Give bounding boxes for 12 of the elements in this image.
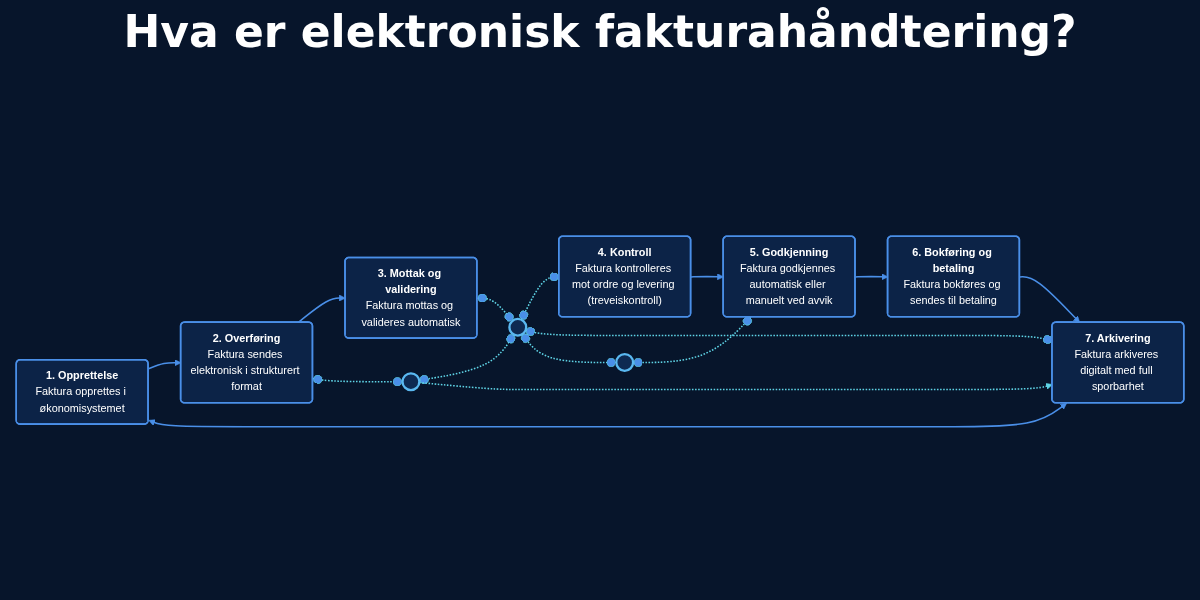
connector	[418, 333, 516, 384]
node-circle	[615, 352, 635, 372]
title: Hva er elektronisk fakturahåndtering?	[122, 5, 1078, 59]
connector	[476, 292, 514, 322]
arrow	[1019, 275, 1080, 323]
arrow	[297, 294, 346, 323]
node-circle	[508, 317, 528, 337]
node-circle	[401, 371, 421, 391]
connector	[632, 315, 752, 367]
arrow	[690, 272, 724, 280]
connector	[312, 374, 404, 386]
arrow	[148, 402, 1067, 428]
